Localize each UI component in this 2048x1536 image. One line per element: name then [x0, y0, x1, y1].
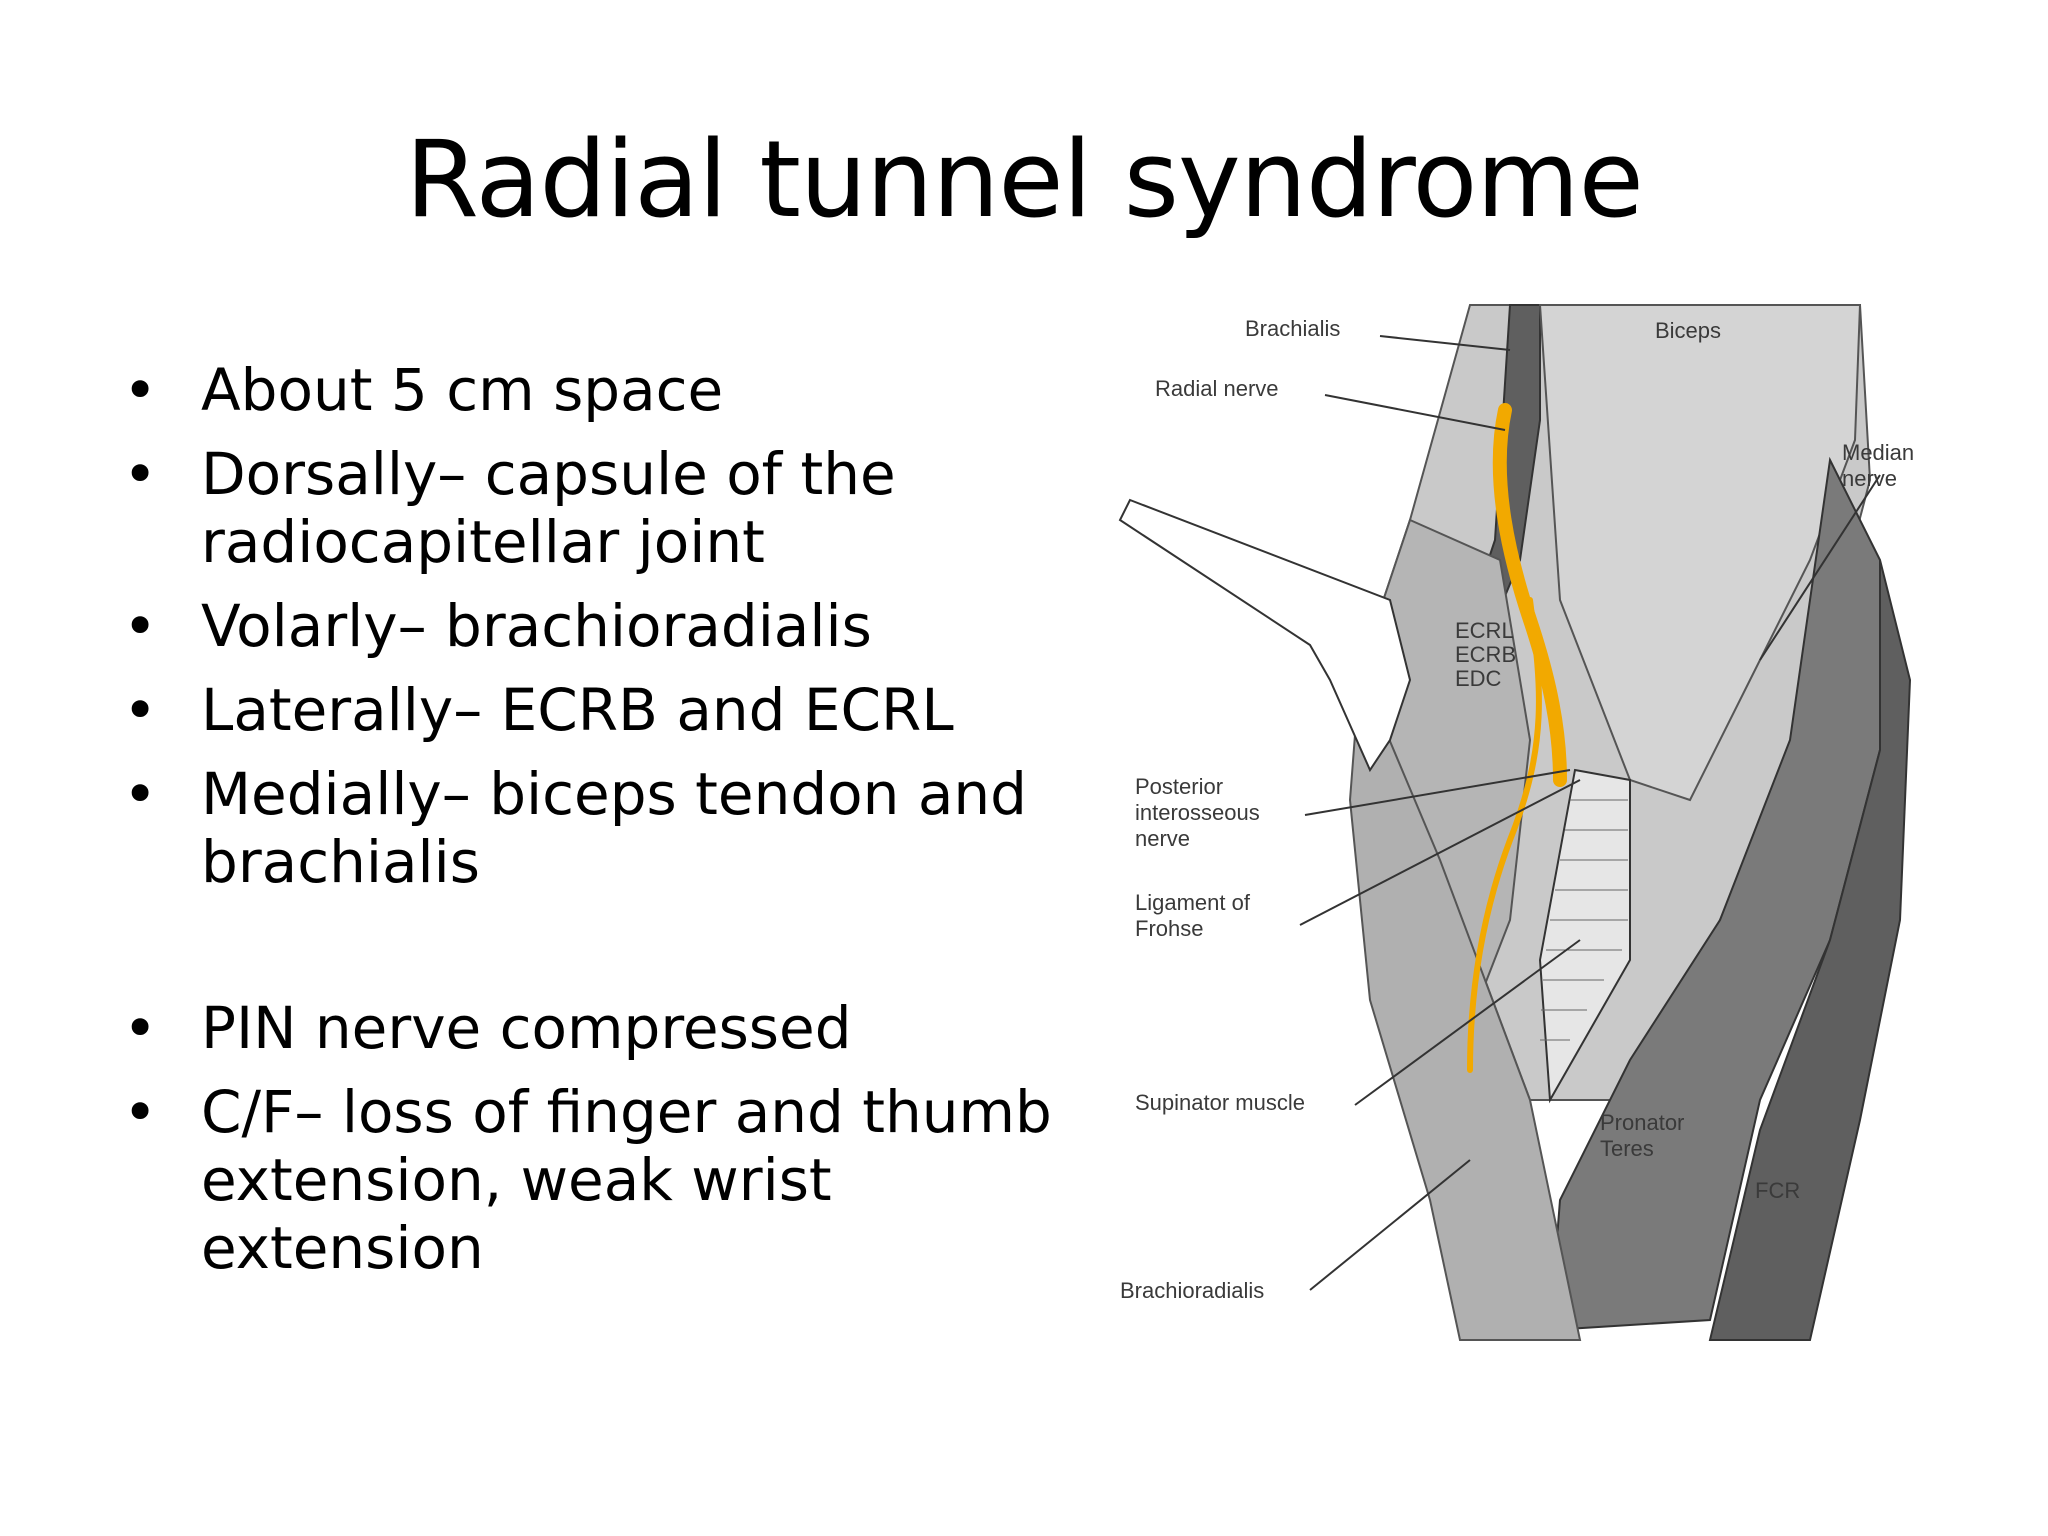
leader-lines — [1299, 335, 1881, 1291]
slide-title: Radial tunnel syndrome — [405, 118, 1644, 241]
bullet-icon: • — [123, 1078, 158, 1146]
bullet-text: C/F– loss of finger and thumb extension,… — [201, 1078, 1052, 1282]
label-fcr: FCR — [1755, 1178, 1800, 1203]
label-pronator-line2: Teres — [1600, 1136, 1654, 1161]
label-brachialis: Brachialis — [1245, 316, 1340, 341]
label-radial-nerve: Radial nerve — [1155, 376, 1279, 401]
bullet-item: • PIN nerve compressed — [115, 994, 1075, 1062]
bullet-item: • Laterally– ECRB and ECRL — [115, 676, 1075, 744]
bullet-icon: • — [123, 592, 158, 660]
bullet-text: About 5 cm space — [201, 356, 724, 424]
supinator-muscle — [1538, 768, 1631, 1104]
label-ecrb: ECRB — [1455, 642, 1516, 667]
retracted-flap — [1118, 498, 1412, 773]
bullet-item: • Dorsally– capsule of the radiocapitella… — [115, 440, 1075, 576]
label-pin-line3: nerve — [1135, 826, 1190, 851]
label-supinator: Supinator muscle — [1135, 1090, 1305, 1115]
bullet-icon: • — [123, 440, 158, 508]
label-biceps: Biceps — [1655, 318, 1721, 343]
supinator-hatching — [1540, 799, 1628, 1041]
label-pin-line2: interosseous — [1135, 800, 1260, 825]
label-brachioradialis: Brachioradialis — [1120, 1278, 1264, 1303]
label-frohse-line2: Frohse — [1135, 916, 1203, 941]
bullet-icon: • — [123, 676, 158, 744]
bullet-item: • Medially– biceps tendon and brachialis — [115, 760, 1075, 896]
brachioradialis-muscle — [1348, 669, 1582, 1341]
label-pronator-line1: Pronator — [1600, 1110, 1684, 1135]
posterior-interosseous-nerve — [1467, 597, 1542, 1073]
bullet-icon: • — [123, 994, 158, 1062]
bullet-item: • Volarly– brachioradialis — [115, 592, 1075, 660]
fcr-muscle — [1708, 559, 1912, 1341]
bullet-item: • C/F– loss of finger and thumb extension… — [115, 1078, 1075, 1282]
bullet-list: • About 5 cm space • Dorsally– capsule of … — [115, 356, 1075, 1298]
bullet-item: • About 5 cm space — [115, 356, 1075, 424]
label-frohse-line1: Ligament of — [1135, 890, 1251, 915]
bullet-icon: • — [123, 760, 158, 828]
bullet-text: Medially– biceps tendon and brachialis — [201, 760, 1027, 896]
bullet-text: Dorsally– capsule of the radiocapitellar… — [201, 440, 896, 576]
bullet-text: Volarly– brachioradialis — [201, 592, 872, 660]
label-edc: EDC — [1455, 666, 1502, 691]
radial-tunnel-diagram: Brachialis Biceps Radial nerve Median ne… — [1118, 304, 1914, 1341]
bullet-icon: • — [123, 356, 158, 424]
bullet-text: Laterally– ECRB and ECRL — [201, 676, 954, 744]
label-ecrl: ECRL — [1455, 618, 1514, 643]
anatomy-figure: Brachialis Biceps Radial nerve Median ne… — [1110, 300, 1940, 1355]
biceps-muscle — [1538, 304, 1862, 802]
label-median-nerve-line1: Median — [1842, 440, 1914, 465]
label-median-nerve-line2: nerve — [1842, 466, 1897, 491]
label-pin-line1: Posterior — [1135, 774, 1223, 799]
bullet-text: PIN nerve compressed — [201, 994, 852, 1062]
